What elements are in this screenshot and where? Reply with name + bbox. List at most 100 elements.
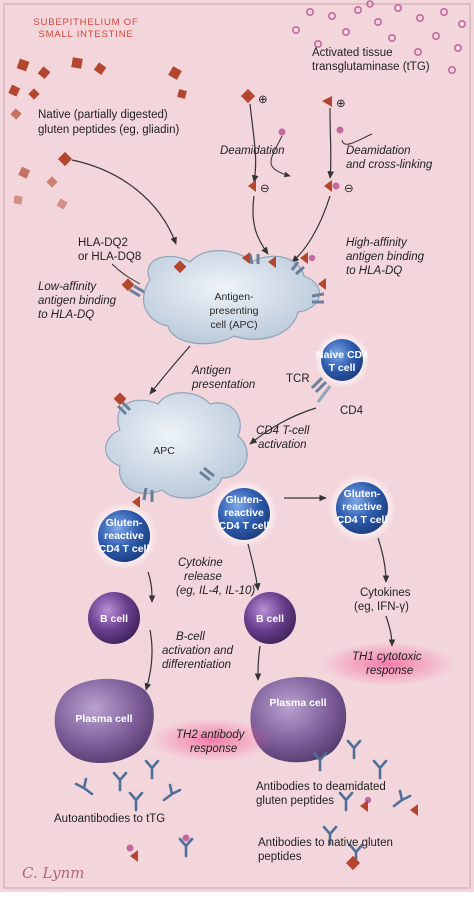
- plasma-cell-right: [250, 676, 347, 763]
- header-line2: SMALL INTESTINE: [38, 29, 133, 40]
- gluten-center-line2: reactive: [224, 507, 264, 519]
- presentation-arrow: [149, 345, 191, 395]
- b-cell-left: [88, 592, 140, 644]
- cytokines-right-line2: (eg, IFN-γ): [354, 601, 409, 613]
- ttg-molecule: [332, 182, 340, 190]
- ttg-label-line1: Activated tissue: [312, 47, 393, 59]
- deamidated-peptide: [248, 180, 256, 192]
- hla-label-line2: or HLA-DQ8: [78, 251, 141, 263]
- bound-deamidated-peptide: [300, 252, 308, 264]
- crosslinked-peptide: [324, 180, 332, 192]
- th1-glow: [320, 642, 456, 686]
- crosslinked-to-apc-arrow: [291, 195, 331, 263]
- th2-line2: response: [190, 743, 237, 755]
- deamidation-label: Deamidation: [220, 145, 285, 157]
- naive-t-cell-line1: Naive CD4: [316, 349, 368, 361]
- hla-receptors-mid: [116, 400, 215, 502]
- native-label-line1: Native (partially digested): [38, 109, 168, 121]
- th1-line2: response: [366, 665, 413, 677]
- ab-native-line2: peptides: [258, 851, 302, 863]
- apc-top-line1: Antigen-: [214, 291, 254, 303]
- right-t-to-cytokine-arrow: [377, 537, 390, 583]
- hla-receptors-top: [129, 253, 325, 304]
- apc-top-line2: presenting: [209, 305, 258, 317]
- ab-native-line1: Antibodies to native gluten: [258, 837, 393, 849]
- deamidated-to-apc-arrow: [252, 195, 269, 255]
- peptide-marker: [322, 96, 332, 107]
- hla-label-line1: HLA-DQ2: [78, 237, 128, 249]
- cd4-coreceptor: [316, 385, 332, 403]
- ttg-molecule: [278, 128, 286, 136]
- cytokines-right-line1: Cytokines: [360, 587, 411, 599]
- naive-t-cell-line2: T cell: [329, 362, 356, 374]
- deamidation-cross-line1: Deamidation: [346, 145, 411, 157]
- gluten-t-cell-center: [210, 480, 278, 548]
- ttg-release-arrow: [270, 135, 291, 178]
- gluten-left-line3: CD4 T cell: [99, 543, 150, 555]
- bound-deamidated-peptide: [242, 252, 250, 264]
- minus-symbol-1: ⊖: [260, 183, 270, 195]
- low-affinity-line2: antigen binding: [38, 295, 117, 307]
- b-activation-line2: activation and: [162, 645, 234, 657]
- high-affinity-line3: to HLA-DQ: [346, 265, 402, 277]
- native-label-line2: gluten peptides (eg, gliadin): [38, 124, 179, 136]
- gluten-right-line1: Gluten-: [344, 488, 381, 500]
- b-activation-line3: differentiation: [162, 659, 231, 671]
- ttg-molecule: [336, 126, 344, 134]
- cd4-activation-line2: activation: [258, 439, 307, 451]
- bound-peptide: [173, 260, 187, 274]
- plasma-left-label: Plasma cell: [75, 713, 132, 725]
- low-affinity-line3: to HLA-DQ: [38, 309, 94, 321]
- gluten-right-line2: reactive: [342, 501, 382, 513]
- activation-arrow: [249, 407, 317, 445]
- cd4-activation-line1: CD4 T-cell: [256, 425, 310, 437]
- antigen-presentation-line2: presentation: [191, 379, 255, 391]
- th1-line1: TH1 cytotoxic: [352, 651, 422, 663]
- gluten-left-line2: reactive: [104, 530, 144, 542]
- cross-linking-arrow: [327, 107, 335, 179]
- naive-cd4-t-cell: [321, 339, 363, 381]
- ttg-molecule: [308, 254, 316, 262]
- apc-middle: [105, 392, 248, 499]
- gluten-t-cell-right: [328, 474, 396, 542]
- bound-deamidated-peptide: [268, 256, 276, 268]
- header-line1: SUBEPITHELIUM OF: [33, 17, 138, 28]
- gluten-left-line1: Gluten-: [106, 517, 143, 529]
- gluten-center-line1: Gluten-: [226, 494, 263, 506]
- cytokine-line1: Cytokine: [178, 557, 223, 569]
- ab-deamidated-line1: Antibodies to deamidated: [256, 781, 386, 793]
- ttg-bind-arrow: [341, 133, 373, 145]
- gluten-right-line3: CD4 T cell: [337, 514, 388, 526]
- apc-mid-label: APC: [153, 445, 175, 457]
- cytokine-line3: (eg, IL-4, IL-10): [176, 585, 255, 597]
- b-cell-right: [244, 592, 296, 644]
- ab-deamidated-line2: gluten peptides: [256, 795, 334, 807]
- center-t-to-b-arrow: [247, 543, 261, 591]
- cd4-label: CD4: [340, 405, 364, 417]
- hla-pointer: [111, 263, 141, 285]
- plus-symbol-2: ⊕: [336, 98, 346, 110]
- b-to-plasma-left-arrow: [144, 629, 153, 691]
- antibody-cluster: [74, 739, 412, 864]
- native-to-apc-arrow: [71, 159, 177, 245]
- bound-deamidated-peptide: [318, 278, 326, 290]
- tcr-label: TCR: [286, 373, 310, 385]
- deamidation-cross-line2: and cross-linking: [346, 159, 433, 171]
- apc-top-line3: cell (APC): [210, 319, 257, 331]
- left-t-to-b-arrow: [147, 571, 156, 603]
- cytokine-line2: release: [184, 571, 222, 583]
- high-affinity-line1: High-affinity: [346, 237, 408, 249]
- b-cell-left-label: B cell: [100, 613, 128, 625]
- plasma-cell-left: [54, 678, 154, 764]
- gluten-t-cell-left: [90, 496, 158, 570]
- plus-symbol-1: ⊕: [258, 94, 268, 106]
- b-to-plasma-right-arrow: [254, 645, 262, 681]
- deamidation-arrow: [249, 103, 259, 183]
- antigen-presentation-line1: Antigen: [191, 365, 231, 377]
- tcr-receptor: [310, 376, 328, 394]
- plasma-right-label: Plasma cell: [269, 697, 326, 709]
- b-cell-right-label: B cell: [256, 613, 284, 625]
- native-gluten-peptides: [8, 57, 187, 210]
